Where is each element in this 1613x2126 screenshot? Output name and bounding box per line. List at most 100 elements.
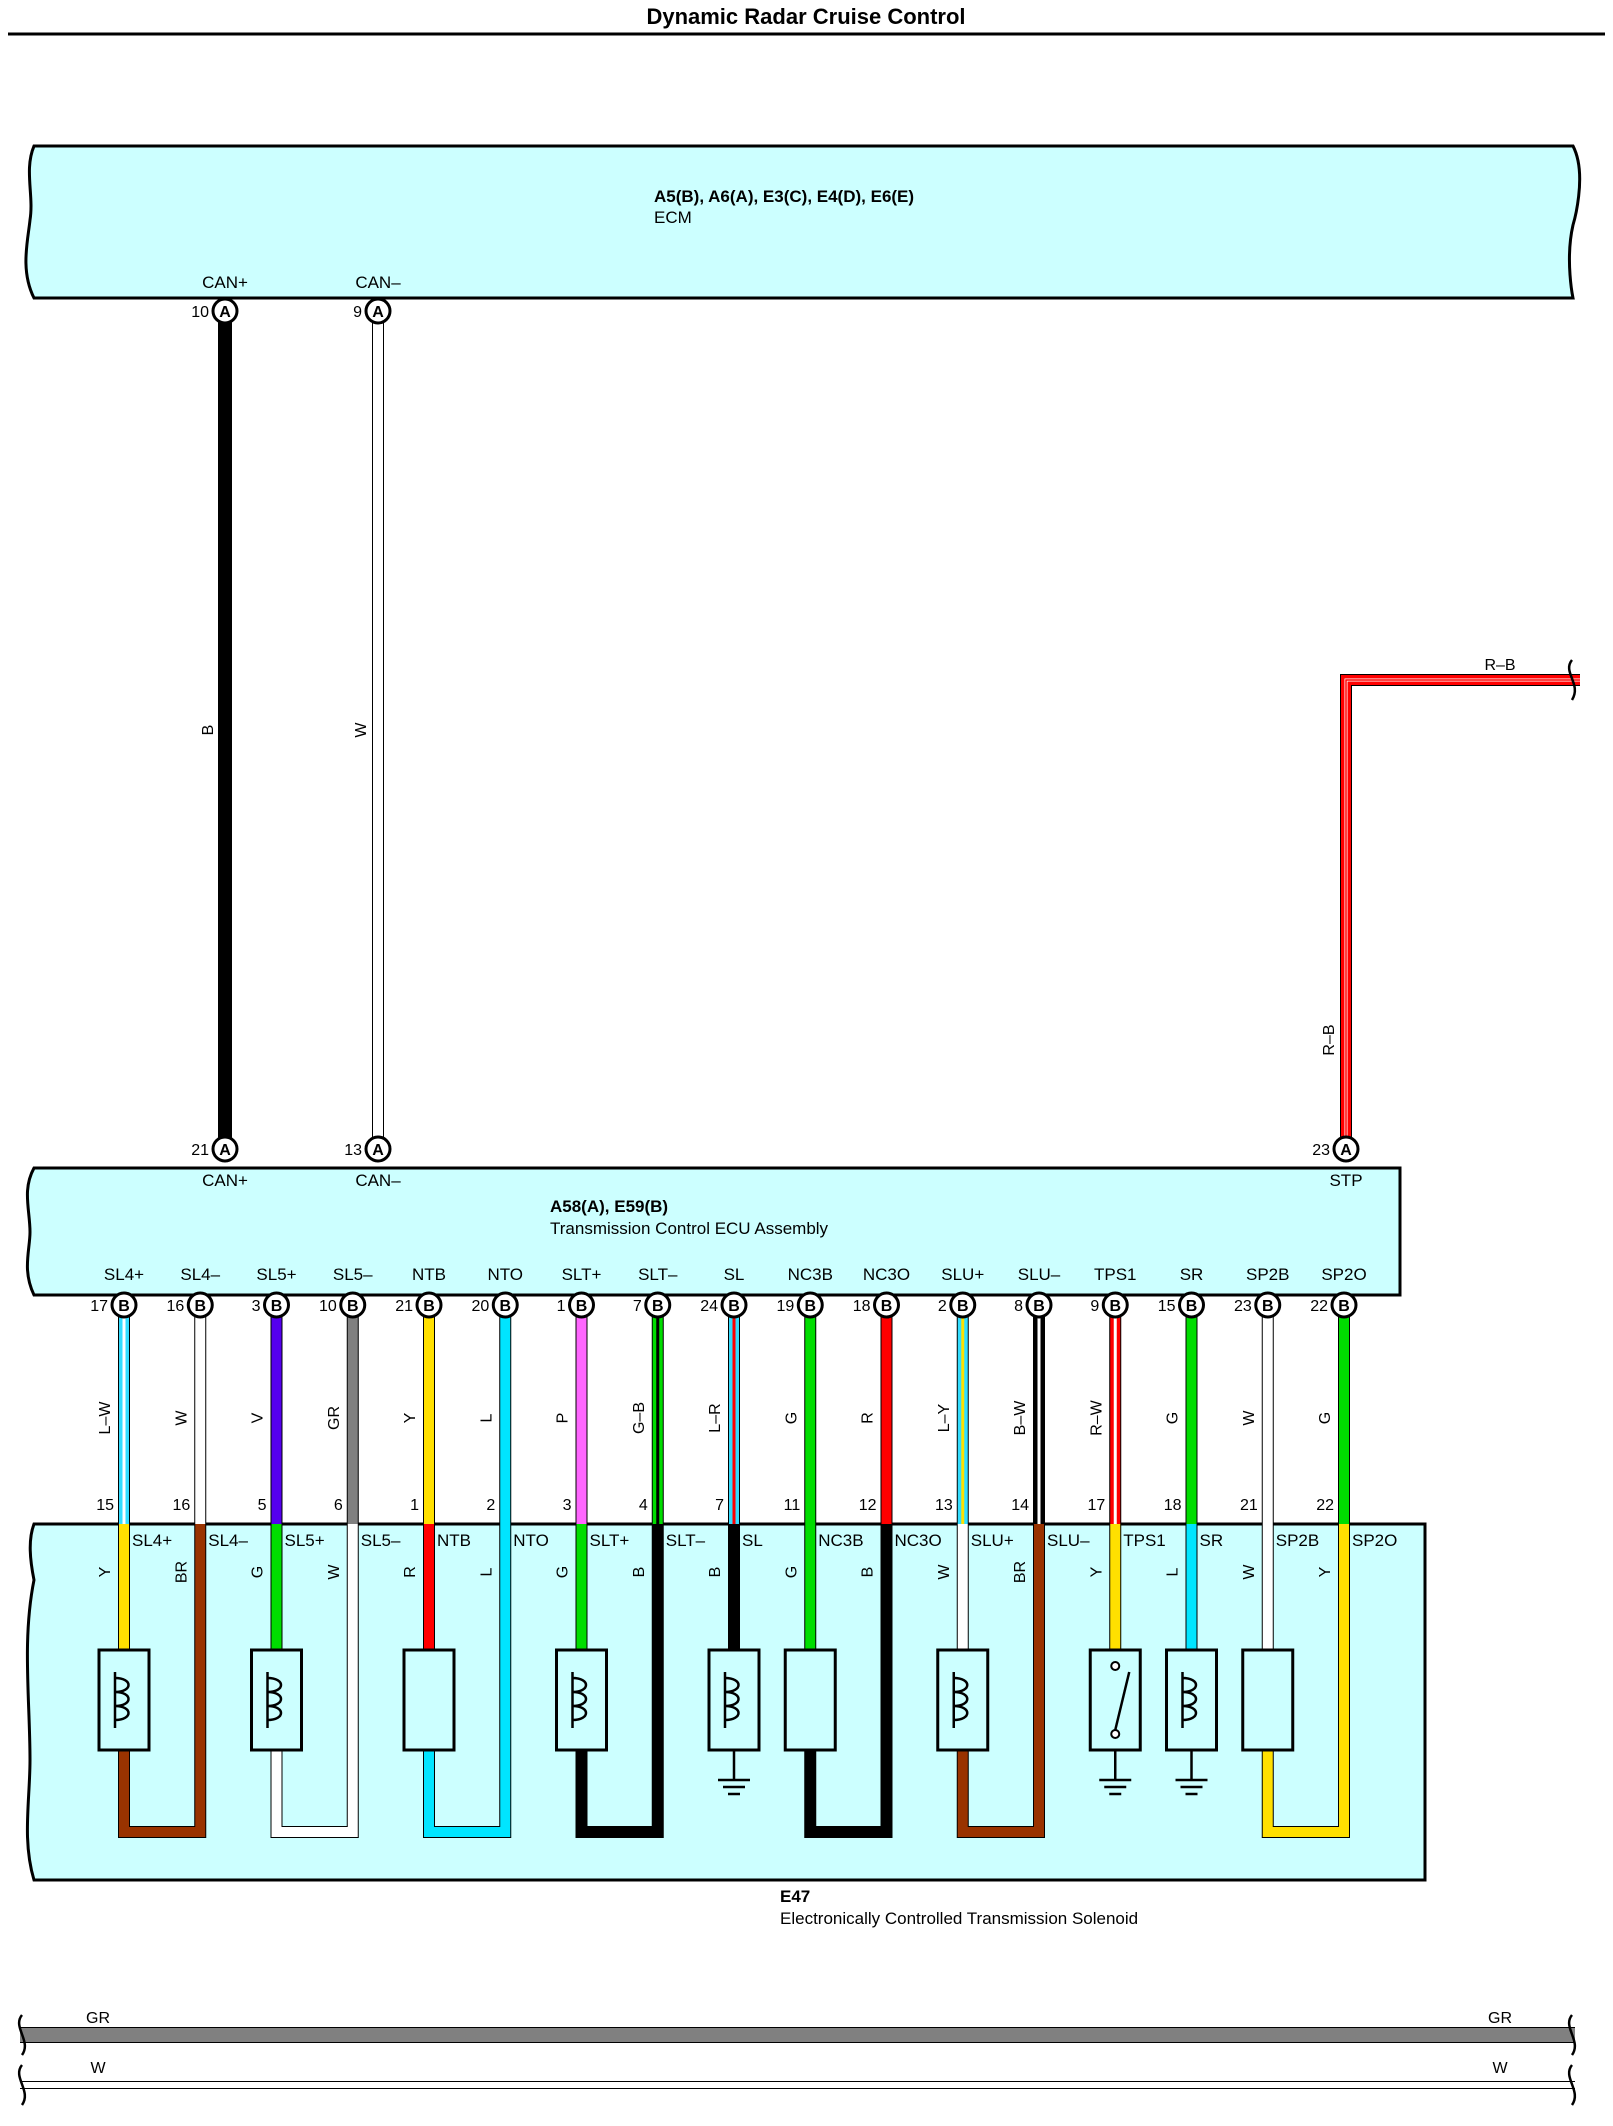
harness-wire-label-10: R [860,1412,877,1424]
tcm-bottom-pin-15: B23 [1234,1291,1282,1319]
solenoid-pin-num-9: 11 [784,1497,801,1514]
tps1-ground [1099,1750,1132,1796]
nt-sensor [402,1648,456,1752]
bottom-wire-label-right-1: W [1492,2060,1508,2077]
sr-coil-body [1165,1648,1218,1752]
sp2o-return-loop-core [1262,1524,1349,1837]
rb-wire-outline [1340,674,1580,1149]
bottom-wire-label-left-1: W [90,2060,106,2077]
tcm-bottom-pin-2-ring [263,1291,290,1319]
sl4-return-loop-core [119,1524,206,1837]
tcm-bottom-pin-2-conn: B [271,1298,283,1315]
ecm-code: A5(B), A6(A), E3(C), E4(D), E6(E) [654,187,914,206]
solenoid-pin-num-10: 12 [859,1497,877,1514]
harness-wire-label-5: L [478,1413,495,1422]
tcm-bottom-pin-15-conn: B [1262,1298,1274,1315]
tcm-bottom-pin-1: B16 [166,1291,214,1319]
harness-wire-label-4: Y [402,1412,419,1423]
wires-layer [20,311,1580,2089]
tcm-bottom-pin-8-num: 24 [700,1298,718,1315]
solenoid-pin-num-15: 21 [1240,1497,1258,1514]
sl5-coil-body [250,1648,303,1752]
solenoid-wire-label-4: R [402,1566,419,1578]
tcm-bottom-pin-0-ring [110,1291,138,1319]
sl4-coil-body [97,1648,151,1752]
rb-wire-core [1341,675,1580,1149]
bottom-wire-label-right-0: GR [1488,2010,1512,2027]
harness-wire-label-15: W [1241,1410,1258,1426]
solenoid-pin-num-0: 15 [96,1497,114,1514]
solenoid-pin-name-15: SP2B [1276,1531,1319,1550]
ecm-pin-1-conn: A [372,304,384,321]
solenoid-pin-name-9: NC3B [818,1531,863,1550]
ecm-pin-0-num: 10 [191,304,209,321]
tcm-bottom-pin-0-conn: B [118,1298,130,1315]
solenoid-pin-name-10: NC3O [895,1531,942,1550]
tcm-bottom-pin-7-ring [644,1291,672,1319]
tcm-bottom-pin-6-conn: B [576,1298,588,1315]
tcm-bottom-pin-4-num: 21 [395,1298,413,1315]
tcm-bottom-pin-name-12: SLU– [1018,1265,1061,1284]
sp2o-return-loop [1261,1524,1350,1838]
tcm-top-pin-2: A23 [1312,1135,1360,1163]
solenoid-pin-name-6: SLT+ [590,1531,630,1550]
solenoid-wire-label-5: L [478,1567,495,1576]
tcm-bottom-pin-15-ring [1254,1291,1282,1319]
tcm-bottom-pin-name-16: SP2O [1321,1265,1366,1284]
tcm-bottom-pin-0-num: 17 [90,1298,108,1315]
tcm-top-pin-name-1: CAN– [355,1171,401,1190]
ecm-name: ECM [654,208,692,227]
tps1-switch-contact-bottom [1110,1729,1121,1739]
tcm-bottom-pin-3-conn: B [347,1298,359,1315]
tcm-bottom-pin-8-ring [720,1291,748,1319]
solenoid-wire-label-11: W [936,1564,953,1580]
sl5-return-loop-core [271,1524,358,1837]
bottom-break-right-0 [1567,2014,1577,2056]
tcm-bottom-pin-4: B21 [395,1291,443,1319]
ecm-pin-name-0: CAN+ [202,273,248,292]
solenoid-wire-label-3: W [326,1564,343,1580]
tcm-bottom-pin-10-num: 18 [853,1298,871,1315]
tcm-bottom-pin-4-ring [415,1291,443,1319]
harness-wire-label-8: L–R [707,1403,724,1432]
bottom-break-right-1 [1567,2064,1577,2106]
solenoid-wire-label-13: Y [1088,1566,1105,1577]
tcm-bottom-pin-7: B7 [633,1291,672,1319]
tcm-top-pin-2-ring [1332,1135,1360,1163]
solenoid-wire-label-0: Y [97,1566,114,1577]
tcm-bottom-pin-6: B1 [557,1291,595,1319]
tcm-bottom-pin-13-ring [1101,1291,1129,1319]
tps1-switch-contact-top [1110,1661,1121,1671]
tcm-bottom-pin-9-num: 19 [776,1298,794,1315]
tcm-name: Transmission Control ECU Assembly [550,1219,829,1238]
solenoid-wire-label-2: G [250,1566,267,1578]
sl-coil-winding [724,1676,740,1722]
tcm-bottom-pin-11-conn: B [957,1298,969,1315]
harness-wire-label-12: B–W [1012,1400,1029,1436]
tcm-bottom-pin-14-num: 15 [1158,1298,1176,1315]
tcm-bottom-pin-8-conn: B [728,1298,740,1315]
tcm-bottom-pin-5: B20 [471,1291,519,1319]
tcm-bottom-pin-11-ring [949,1291,977,1319]
tcm-code: A58(A), E59(B) [550,1197,668,1216]
sl-coil-body [707,1648,761,1752]
solenoid-pin-num-2: 5 [258,1497,267,1514]
solenoid-pin-num-12: 14 [1011,1497,1029,1514]
tcm-bottom-pin-12-conn: B [1033,1298,1045,1315]
tps1-switch-blade [1114,1671,1131,1731]
tcm-bottom-pin-16-ring [1330,1291,1358,1319]
labels-layer: BCAN+WCAN–R–BR–BCAN+CAN–STPL–WSL4+15SL4+… [86,273,1516,2077]
tcm-bottom-pin-1-ring [186,1291,214,1319]
tcm-bottom-pin-12: B8 [1014,1291,1053,1319]
solenoid-pin-num-11: 13 [935,1497,953,1514]
nc3o-return-loop [804,1524,893,1838]
tcm-bottom-pin-name-0: SL4+ [104,1265,144,1284]
solenoid-wire-label-10: B [860,1567,877,1578]
solenoid-pin-num-6: 3 [563,1497,572,1514]
ecm-pin-0-conn: A [219,304,231,321]
harness-wire-label-11: L–Y [936,1403,953,1432]
tps1-switch [1088,1648,1142,1752]
tcm-bottom-pin-name-6: SLT+ [562,1265,602,1284]
tcm-bottom-pin-14-conn: B [1186,1298,1198,1315]
solenoid-pin-name-1: SL4– [208,1531,248,1550]
